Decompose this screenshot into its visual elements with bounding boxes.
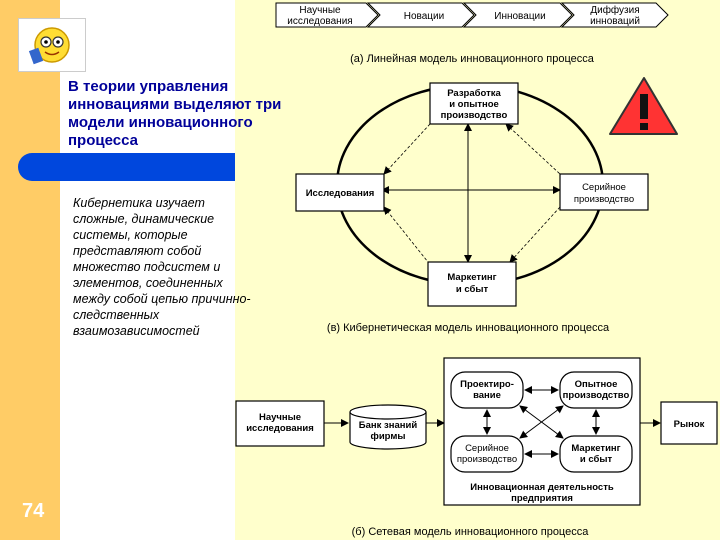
cycle-arrow (383, 206, 429, 263)
body-line: взаимозависимостей (73, 324, 200, 338)
accent-bar (18, 153, 235, 181)
cycle-arrow (383, 123, 431, 175)
node-label: Банк знаний (359, 420, 418, 431)
node-marketing: Маркетинг и сбыт (427, 261, 517, 307)
linear-step-label: инноваций (590, 16, 640, 27)
body-line: между собой цепью причинно- (73, 292, 251, 306)
bank-cylinder: Банк знаний фирмы (349, 404, 427, 450)
linear-step-label: Инновации (494, 11, 545, 22)
body-line: множество подсистем и (73, 260, 221, 274)
linear-step-novations: Новации (366, 2, 475, 28)
body-line: сложные, динамические (73, 212, 215, 226)
node-label: Рынок (674, 419, 705, 430)
heading-line: В теории управления (68, 78, 229, 95)
node-label: и сбыт (456, 284, 489, 295)
network-model-caption: (б) Сетевая модель инновационного процес… (352, 526, 590, 538)
warning-icon (609, 77, 678, 135)
left-panel (60, 0, 235, 540)
cybernetic-model: Разработка и опытное производство Исслед… (295, 82, 649, 334)
node-label: Проектиро- (460, 379, 514, 390)
network-arrow (519, 405, 564, 439)
heading-line: процесса (68, 132, 138, 149)
linear-step-label: Диффузия (590, 4, 639, 16)
linear-step-label: Новации (404, 11, 444, 22)
left-strip (0, 0, 60, 540)
linear-step-innovations: Инновации (462, 2, 573, 28)
node-pilot: Опытное производство (559, 371, 633, 409)
linear-model-caption: (а) Линейная модель инновационного проце… (350, 53, 595, 65)
mascot-icon (18, 18, 86, 72)
heading-line: модели инновационного (68, 114, 253, 131)
node-label: предприятия (511, 493, 573, 504)
cybernetic-model-caption: (в) Кибернетическая модель инновационног… (327, 322, 610, 334)
linear-model: Научные исследования Новации Инновации Д… (275, 2, 669, 65)
node-label: Научные (259, 412, 301, 423)
body-line: представляют собой (73, 244, 202, 258)
node-label: Разработка (447, 88, 501, 99)
cycle-arrow (509, 206, 561, 263)
body-line: следственных (73, 308, 160, 322)
node-market: Рынок (660, 401, 718, 445)
body-line: элементов, соединенных (73, 276, 223, 290)
node-label: исследования (246, 423, 314, 434)
cycle-arrow (505, 123, 561, 175)
node-science: Научные исследования (235, 400, 325, 447)
network-model: Научные исследования Банк знаний фирмы И… (235, 357, 718, 538)
page-number: 74 (22, 500, 45, 522)
node-design: Проектиро- вание (450, 371, 524, 409)
node-label: и сбыт (580, 454, 613, 465)
body-line: системы, которые (73, 228, 188, 242)
node-label: Маркетинг (571, 443, 620, 454)
linear-step-diffusion: Диффузия инноваций (560, 2, 669, 28)
node-serial-network: Серийное производство (450, 435, 524, 473)
linear-step-label: Научные (299, 5, 341, 16)
node-label: производство (457, 454, 517, 465)
node-serial: Серийное производство (559, 173, 649, 211)
slide-heading: В теории управления инновациями выделяют… (68, 78, 343, 150)
node-label: фирмы (371, 431, 406, 442)
node-development: Разработка и опытное производство (429, 82, 519, 125)
body-text: Кибернетика изучает сложные, динамически… (73, 195, 283, 339)
node-label: производство (441, 110, 508, 121)
node-marketing-network: Маркетинг и сбыт (559, 435, 633, 473)
body-line: Кибернетика изучает (73, 196, 205, 210)
node-label: производство (574, 194, 634, 205)
node-label: производство (563, 390, 630, 401)
node-label: Опытное (575, 379, 618, 390)
node-label: Исследования (306, 188, 375, 199)
linear-step-label: исследования (287, 16, 352, 27)
node-research: Исследования (295, 173, 385, 212)
node-label: Маркетинг (447, 272, 496, 283)
node-label: Серийное (582, 182, 626, 193)
node-label: Серийное (465, 443, 509, 454)
node-label: и опытное (449, 99, 499, 110)
node-label: Инновационная деятельность (470, 482, 614, 493)
linear-step-science: Научные исследования (275, 2, 379, 28)
heading-line: инновациями выделяют три (68, 96, 282, 113)
node-label: вание (473, 390, 501, 401)
